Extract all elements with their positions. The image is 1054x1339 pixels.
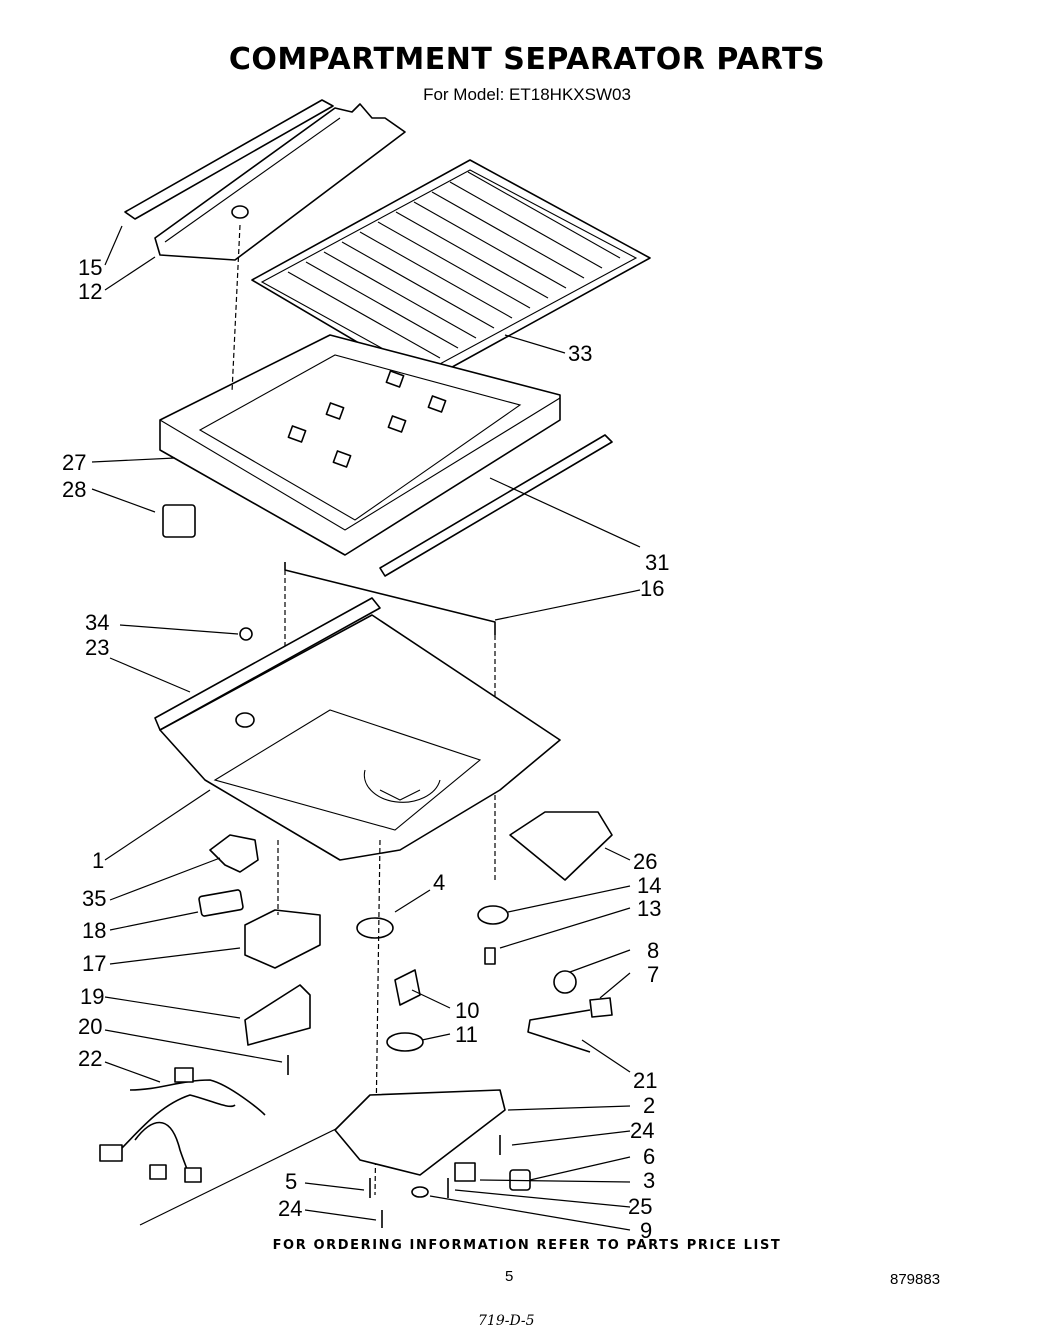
part-11-fan-blade	[386, 1032, 424, 1052]
page-title: COMPARTMENT SEPARATOR PARTS	[228, 42, 826, 77]
callout-14: 14	[637, 873, 661, 898]
callout-19: 19	[80, 984, 104, 1009]
part-26-deflector	[509, 811, 613, 881]
callout-26: 26	[633, 849, 657, 874]
part-2-housing	[334, 1089, 506, 1176]
part-10-fan-motor	[394, 969, 421, 1006]
callout-27: 27	[62, 450, 86, 475]
model-subtitle: For Model: ET18HKXSW03	[423, 85, 631, 104]
callout-34: 34	[85, 610, 109, 635]
part-28-block	[162, 504, 196, 538]
callout-3: 3	[643, 1168, 655, 1193]
page-number: 5	[505, 1268, 514, 1285]
callout-17: 17	[82, 951, 106, 976]
part-33-shelf-grille	[251, 159, 651, 383]
part-19-thermostat	[244, 984, 311, 1046]
callout-35: 35	[82, 886, 106, 911]
callout-28: 28	[62, 477, 86, 502]
handwritten-note: 719-D-5	[478, 1313, 535, 1329]
callout-23: 23	[85, 635, 109, 660]
callout-25: 25	[628, 1194, 652, 1219]
part-17-control-housing	[244, 909, 321, 969]
part-21-wire	[527, 1009, 591, 1053]
part-31-gasket-strip	[379, 434, 613, 577]
callout-9: 9	[640, 1218, 652, 1243]
callout-7: 7	[647, 962, 659, 987]
callout-6: 6	[643, 1144, 655, 1169]
callout-10: 10	[455, 998, 479, 1023]
leader-lines	[91, 225, 641, 1231]
callout-2: 2	[643, 1093, 655, 1118]
part-12-duct-cover	[154, 103, 406, 261]
callout-21: 21	[633, 1068, 657, 1093]
callout-11: 11	[455, 1022, 478, 1047]
callout-33: 33	[568, 341, 592, 366]
document-number: 879883	[890, 1271, 941, 1288]
part-14-socket	[477, 905, 509, 925]
callout-31: 31	[645, 550, 669, 575]
part-23-separator-pan	[154, 597, 561, 861]
part-22-wire-harness	[99, 1067, 266, 1183]
callout-1: 1	[92, 848, 104, 873]
part-27-separator-frame	[159, 334, 561, 556]
part-7-socket	[589, 997, 613, 1018]
callout-22: 22	[78, 1046, 102, 1071]
callout-24: 24	[278, 1196, 302, 1221]
part-8-light-bulb	[553, 970, 577, 994]
callout-15: 15	[78, 255, 102, 280]
part-3-switch-housing	[454, 1162, 476, 1182]
callout-4: 4	[433, 870, 445, 895]
part-15-trim-strip	[124, 99, 334, 220]
ordering-note: FOR ORDERING INFORMATION REFER TO PARTS …	[272, 1238, 782, 1253]
callout-16: 16	[640, 576, 664, 601]
part-18-bezel	[198, 889, 244, 917]
callout-12: 12	[78, 279, 102, 304]
part-35-control-knob	[209, 834, 259, 873]
part-4-fan-bracket	[356, 917, 394, 939]
part-13-screw	[484, 947, 496, 965]
callout-5: 5	[285, 1169, 297, 1194]
part-34-plug	[239, 627, 253, 641]
callout-18: 18	[82, 918, 106, 943]
callout-20: 20	[78, 1014, 102, 1039]
part-16-heater-wire	[284, 562, 496, 635]
callout-13: 13	[637, 896, 661, 921]
callout-8: 8	[647, 938, 659, 963]
callout-24: 24	[630, 1118, 654, 1143]
part-9-grommet	[411, 1186, 429, 1198]
